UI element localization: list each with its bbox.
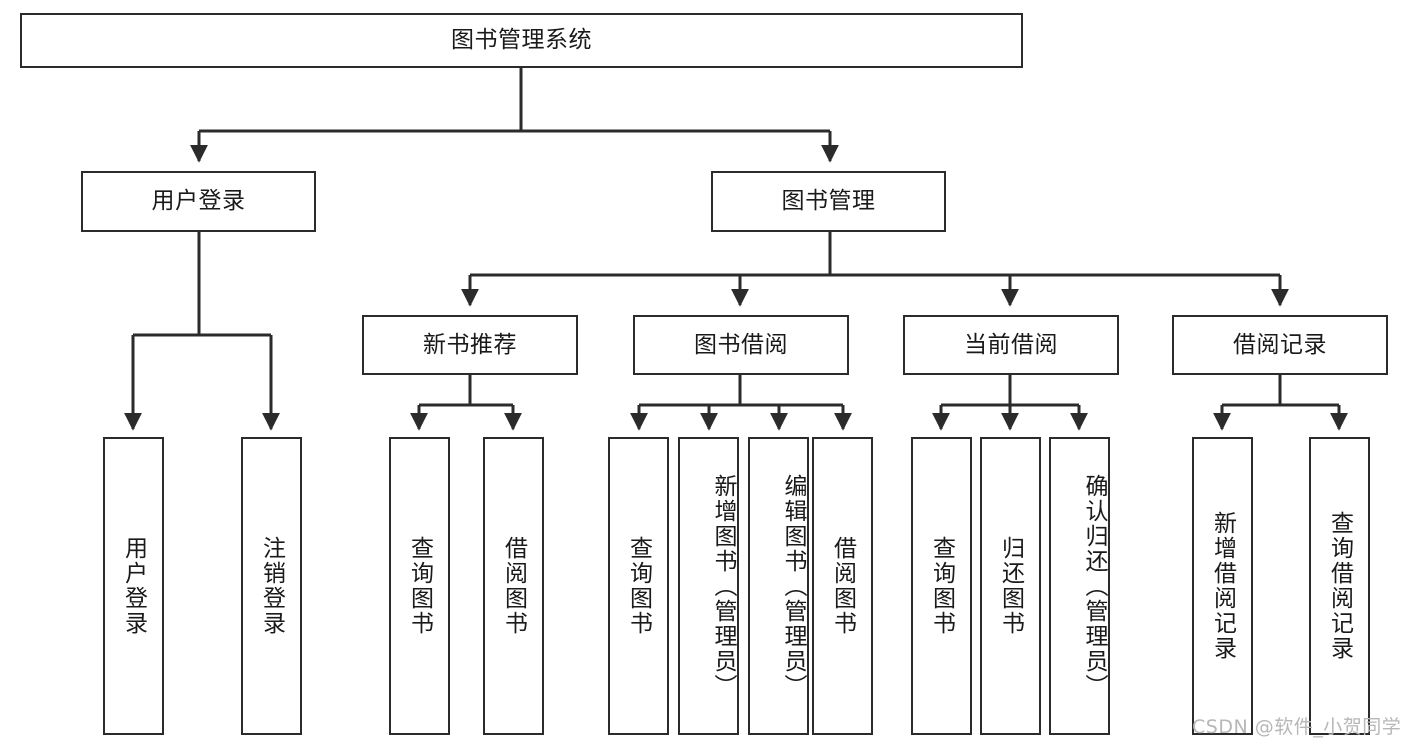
node-root-label: 图书管理系统 [451,27,592,54]
node-current-borrow-label: 当前借阅 [964,331,1058,358]
leaf-add-borrow-record[interactable]: 新增借阅记录 [1192,437,1253,735]
leaf-return-book-label: 归还图书 [997,536,1024,636]
leaf-query-borrow-record-label: 查询借阅记录 [1326,511,1353,661]
leaf-user-login-label: 用户登录 [120,536,147,636]
leaf-query-book-1[interactable]: 查询图书 [389,437,450,735]
node-new-book-recommend[interactable]: 新书推荐 [362,315,578,375]
node-current-borrow[interactable]: 当前借阅 [903,315,1119,375]
leaf-query-book-2[interactable]: 查询图书 [608,437,669,735]
leaf-query-book-3[interactable]: 查询图书 [911,437,972,735]
leaf-user-login[interactable]: 用户登录 [103,437,164,735]
leaf-confirm-return[interactable]: 确认归还（管理员） [1049,437,1110,735]
leaf-add-book-label: 新增图书（管理员） [710,473,736,699]
node-user-login-label: 用户登录 [151,188,246,215]
leaf-add-book[interactable]: 新增图书（管理员） [678,437,739,735]
leaf-borrow-book-2[interactable]: 借阅图书 [812,437,873,735]
leaf-return-book[interactable]: 归还图书 [980,437,1041,735]
leaf-add-borrow-record-label: 新增借阅记录 [1209,511,1236,661]
leaf-logout-label: 注销登录 [258,536,285,636]
watermark: CSDN @软件_小贺同学 [1192,716,1402,738]
node-user-login[interactable]: 用户登录 [81,171,316,232]
leaf-borrow-book-2-label: 借阅图书 [829,536,856,636]
node-book-management-label: 图书管理 [781,188,876,215]
leaf-query-book-2-label: 查询图书 [625,536,652,636]
node-borrow-record[interactable]: 借阅记录 [1172,315,1388,375]
node-book-borrow-label: 图书借阅 [694,331,788,358]
leaf-logout[interactable]: 注销登录 [241,437,302,735]
node-book-management[interactable]: 图书管理 [711,171,946,232]
node-root[interactable]: 图书管理系统 [20,13,1023,68]
node-borrow-record-label: 借阅记录 [1233,331,1327,358]
leaf-edit-book-label: 编辑图书（管理员） [780,473,806,699]
leaf-edit-book[interactable]: 编辑图书（管理员） [748,437,809,735]
leaf-confirm-return-label: 确认归还（管理员） [1081,473,1107,699]
leaf-borrow-book-1[interactable]: 借阅图书 [483,437,544,735]
leaf-borrow-book-1-label: 借阅图书 [500,536,527,636]
leaf-query-book-3-label: 查询图书 [928,536,955,636]
node-book-borrow[interactable]: 图书借阅 [633,315,849,375]
node-new-book-recommend-label: 新书推荐 [423,331,517,358]
leaf-query-borrow-record[interactable]: 查询借阅记录 [1309,437,1370,735]
leaf-query-book-1-label: 查询图书 [406,536,433,636]
